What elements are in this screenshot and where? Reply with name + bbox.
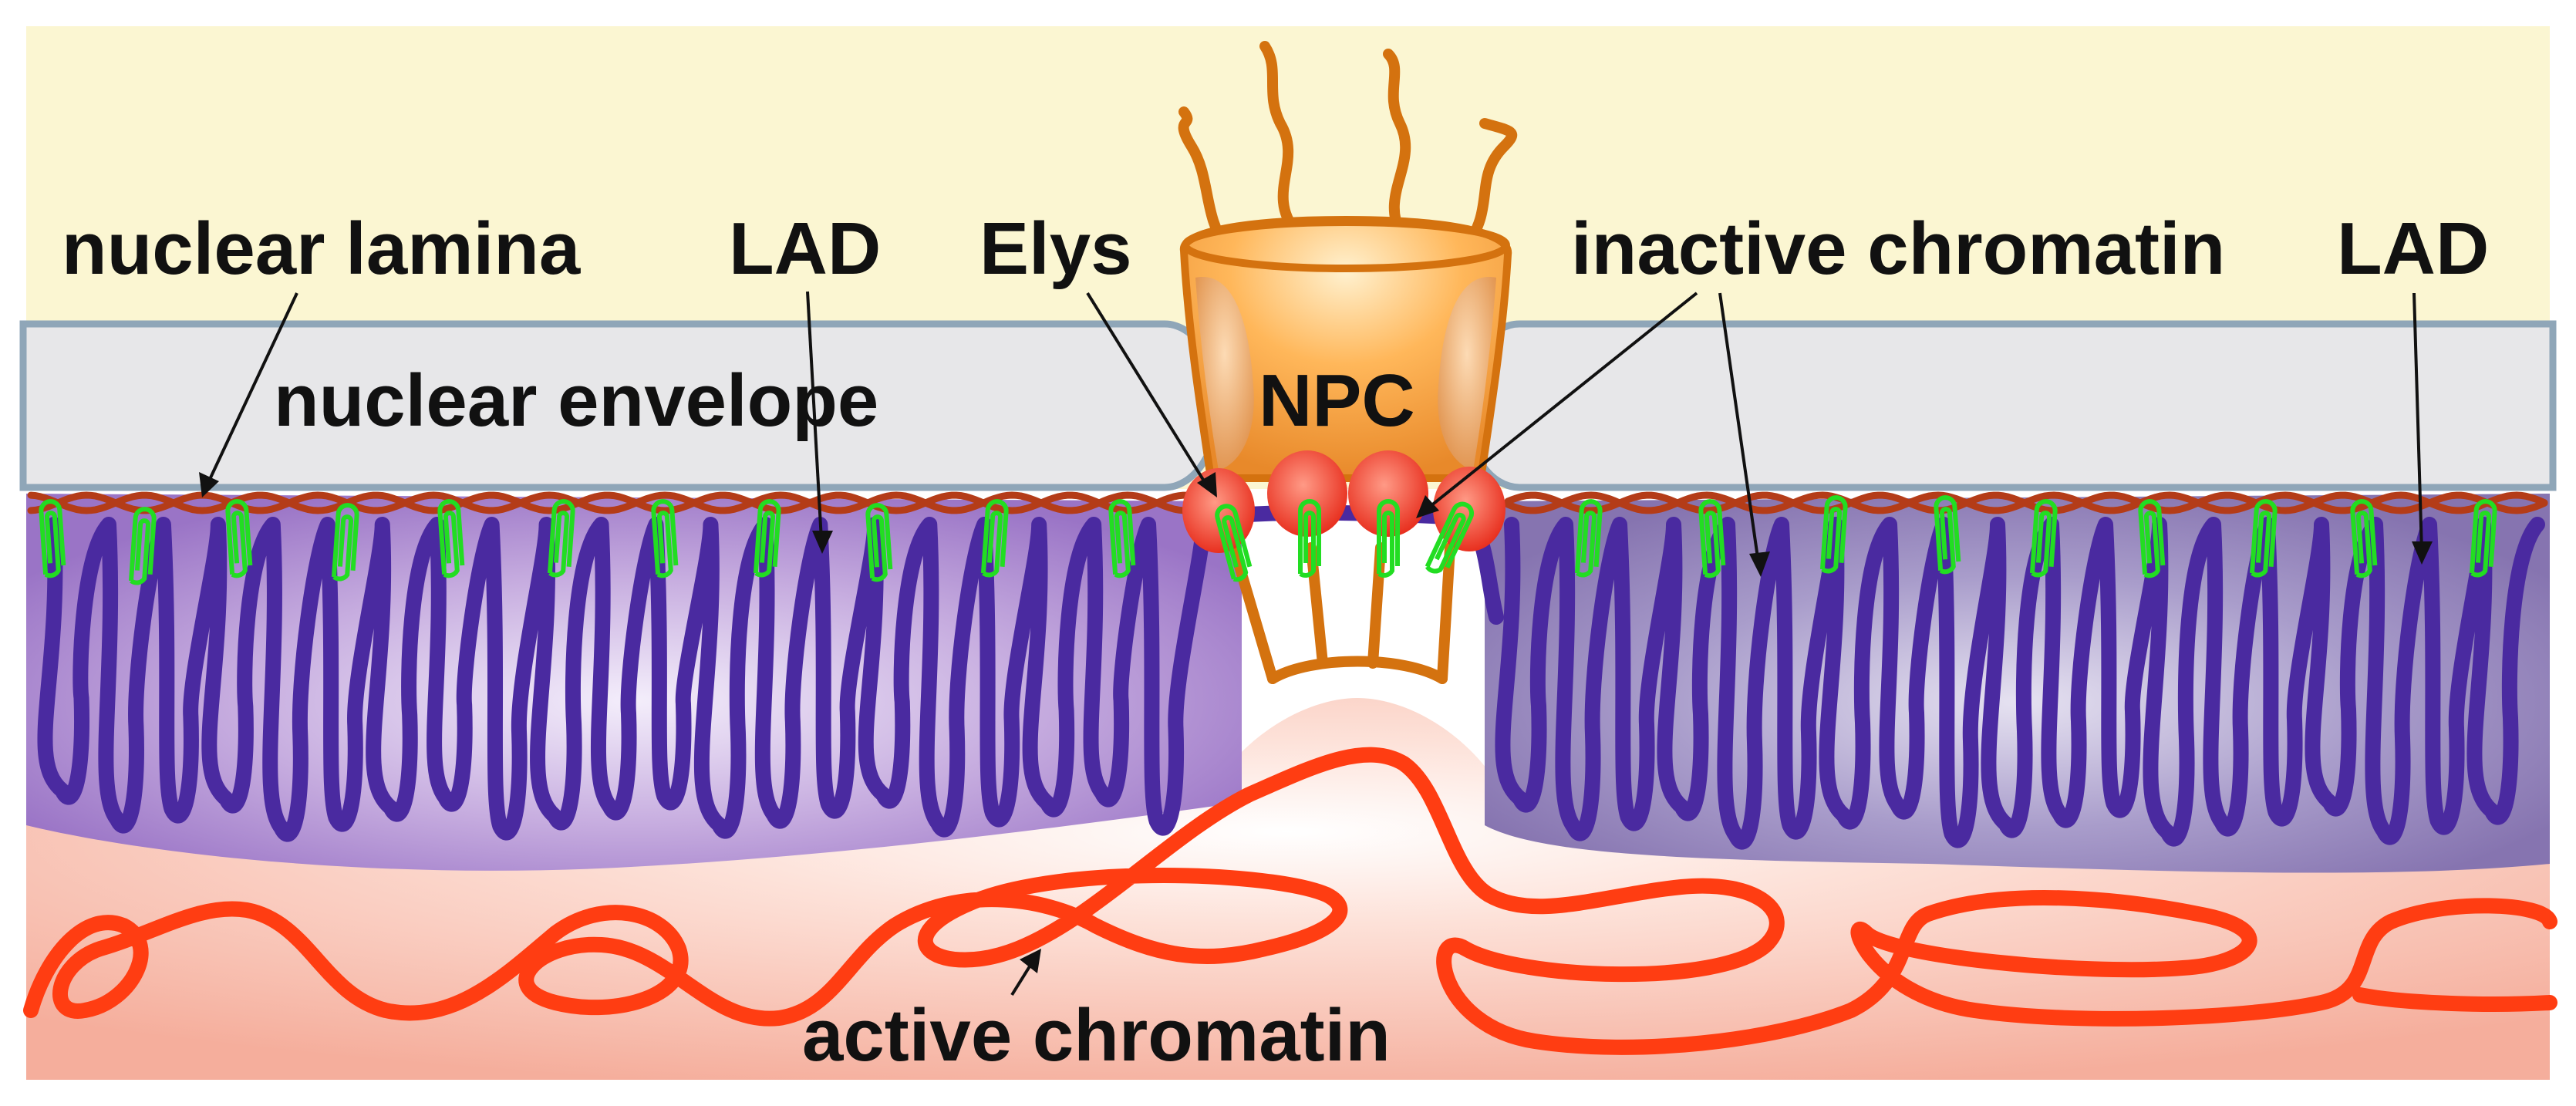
lad-clip [128,507,157,585]
lad-clip [2469,499,2497,578]
lad-clip [1698,499,1726,578]
lad-clip [865,503,893,582]
lad-clip [980,499,1009,578]
label-nuclear-envelope: nuclear envelope [274,359,878,442]
label-lad-left: LAD [729,207,881,290]
npc-basket [1229,542,1455,684]
npc-lad-clips [1215,499,1475,582]
leader-arrowheads [199,472,2433,973]
lad-clip [2249,499,2278,578]
lad-clip [1377,499,1400,578]
label-active-chromatin: active chromatin [802,994,1391,1077]
lad-clip [225,499,253,578]
lad-clip [1215,504,1253,582]
lad-clip [1934,495,1961,575]
lad-clip [1425,501,1475,574]
leader-lines [205,291,2423,996]
lad-clip [39,499,66,578]
active-chromatin-strand [23,747,2557,1055]
label-lad-right: LAD [2337,207,2489,290]
lad-clip [1298,499,1321,578]
lad-clip [331,503,359,582]
label-nuclear-lamina: nuclear lamina [62,207,581,290]
lad-clip [753,499,781,578]
npc-body [1179,215,1512,482]
lad-clip [547,499,575,578]
lad-clip [1819,495,1848,574]
label-npc: NPC [1259,359,1415,442]
lad-clip [2350,499,2378,578]
label-inactive-chromatin: inactive chromatin [1571,207,2225,290]
lad-clip [2138,499,2166,578]
lad-clip [1574,499,1603,578]
lad-clip [2029,499,2058,578]
lad-clip [1108,499,1136,578]
npc-cytoplasmic-filaments [1178,41,1517,252]
lad-clip [651,499,679,578]
lad-clip [437,499,465,578]
label-elys: Elys [979,207,1131,290]
lad-clips [39,495,2497,585]
